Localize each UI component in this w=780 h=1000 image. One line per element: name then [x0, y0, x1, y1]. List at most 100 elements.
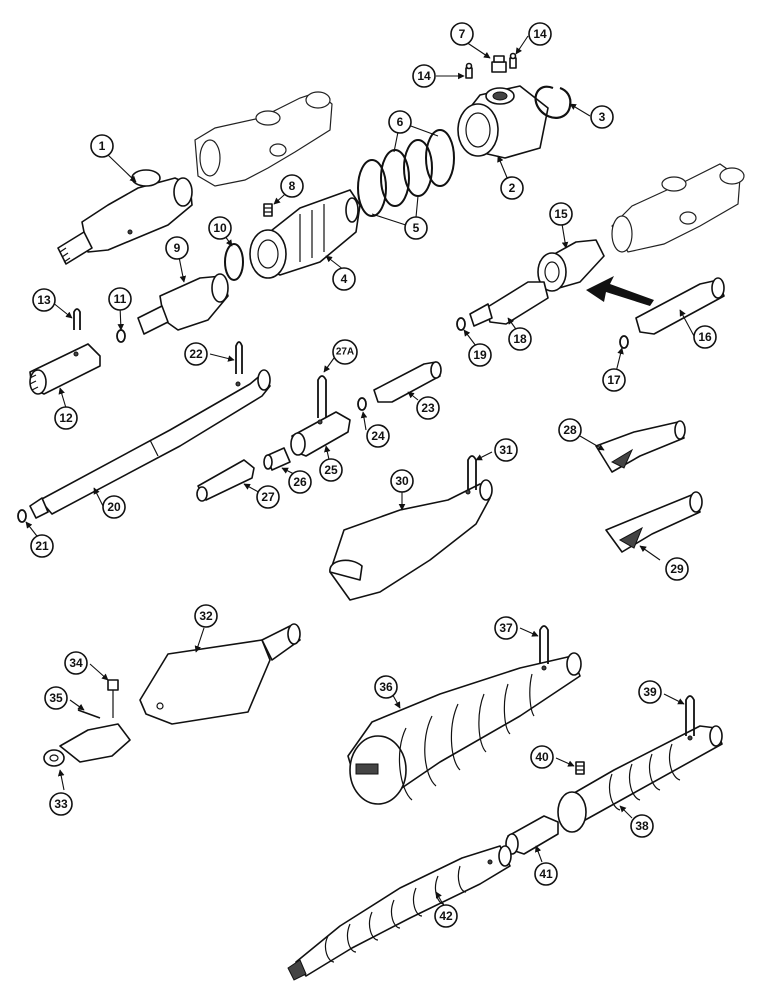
svg-text:36: 36: [379, 680, 393, 694]
part-38-auger-section: [557, 725, 723, 833]
svg-text:27A: 27A: [336, 347, 354, 358]
part-21-o-ring: [17, 509, 27, 523]
callout-12: 12: [54, 406, 78, 430]
part-13-pin: [73, 308, 81, 330]
part-22-pin: [235, 341, 243, 374]
part-9-plunger: [137, 273, 229, 335]
callout-40: 40: [530, 745, 554, 769]
callout-14-left: 14: [412, 64, 436, 88]
svg-text:27: 27: [261, 490, 275, 504]
callout-22: 22: [184, 342, 208, 366]
svg-text:34: 34: [69, 656, 83, 670]
svg-text:20: 20: [107, 500, 121, 514]
callout-41: 41: [534, 862, 558, 886]
callout-27: 27: [256, 485, 280, 509]
part-1-valve-assembly: [57, 169, 193, 265]
part-11-o-ring: [116, 329, 126, 343]
part-23-small-shaft: [373, 361, 442, 403]
callout-39: 39: [638, 680, 662, 704]
part-27a-pin: [317, 375, 327, 418]
svg-text:22: 22: [189, 347, 203, 361]
valve-housing-ghost-right: [611, 163, 745, 253]
svg-text:38: 38: [635, 819, 649, 833]
svg-text:32: 32: [199, 609, 213, 623]
svg-text:29: 29: [670, 562, 684, 576]
callout-5: 5: [404, 216, 428, 240]
svg-text:16: 16: [698, 330, 712, 344]
callout-24: 24: [366, 424, 390, 448]
svg-text:33: 33: [54, 797, 68, 811]
callout-8: 8: [280, 174, 304, 198]
part-8-set-screw: [263, 203, 273, 217]
part-12-nozzle: [29, 343, 101, 395]
svg-text:28: 28: [563, 423, 577, 437]
part-28-nozzle-tip: [595, 420, 686, 473]
part-17-o-ring: [619, 335, 629, 349]
svg-text:42: 42: [439, 909, 453, 923]
callout-33: 33: [49, 792, 73, 816]
svg-text:1: 1: [99, 139, 106, 153]
callout-3: 3: [590, 105, 614, 129]
callout-35: 35: [44, 686, 68, 710]
callout-38: 38: [630, 814, 654, 838]
callout-42: 42: [434, 904, 458, 928]
part-32-flat-plate: [139, 623, 301, 725]
callout-31: 31: [494, 438, 518, 462]
leader-lines: [25, 35, 695, 907]
part-24-o-ring: [357, 397, 367, 411]
callout-6: 6: [388, 110, 412, 134]
callout-28: 28: [558, 418, 582, 442]
part-33-swivel-clevis: [43, 723, 131, 767]
svg-text:30: 30: [395, 474, 409, 488]
callout-18: 18: [508, 327, 532, 351]
valve-housing-ghost-left: [194, 91, 333, 187]
svg-text:31: 31: [499, 443, 513, 457]
svg-text:26: 26: [293, 475, 307, 489]
callout-26: 26: [288, 470, 312, 494]
part-16-shaft: [635, 277, 725, 335]
callout-34: 34: [64, 651, 88, 675]
svg-text:18: 18: [513, 332, 527, 346]
callout-10: 10: [208, 216, 232, 240]
svg-text:23: 23: [421, 401, 435, 415]
svg-text:8: 8: [289, 179, 296, 193]
callout-30: 30: [390, 469, 414, 493]
callout-20: 20: [102, 495, 126, 519]
svg-text:21: 21: [35, 539, 49, 553]
callout-29: 29: [665, 557, 689, 581]
callout-23: 23: [416, 396, 440, 420]
part-42-long-auger: [287, 845, 512, 981]
callout-11: 11: [108, 287, 132, 311]
svg-text:4: 4: [341, 272, 348, 286]
svg-text:24: 24: [371, 429, 385, 443]
part-40-set-screw: [575, 761, 585, 775]
callout-36: 36: [374, 675, 398, 699]
callout-27a: 27A: [332, 339, 358, 365]
part-30-funnel-nozzle: [329, 479, 493, 601]
part-34-bolt: [107, 679, 119, 718]
svg-text:17: 17: [607, 373, 621, 387]
svg-text:37: 37: [499, 621, 513, 635]
svg-text:39: 39: [643, 685, 657, 699]
part-2-housing: [457, 85, 549, 159]
part-14-grease-fitting-left: [465, 62, 473, 79]
callout-16: 16: [693, 325, 717, 349]
svg-text:15: 15: [554, 207, 568, 221]
callout-17: 17: [602, 368, 626, 392]
callout-37: 37: [494, 616, 518, 640]
part-20-long-shaft: [29, 369, 271, 519]
part-7-fitting: [491, 55, 507, 73]
callout-2: 2: [500, 176, 524, 200]
part-5-6-o-rings: [357, 129, 455, 217]
replacement-arrow: [586, 276, 654, 306]
callout-15: 15: [549, 202, 573, 226]
svg-text:6: 6: [397, 115, 404, 129]
svg-text:12: 12: [59, 411, 73, 425]
svg-text:3: 3: [599, 110, 606, 124]
svg-text:41: 41: [539, 867, 553, 881]
callout-14-right: 14: [528, 22, 552, 46]
part-36-ribbed-cone: [347, 652, 582, 805]
svg-text:40: 40: [535, 750, 549, 764]
svg-text:2: 2: [509, 181, 516, 195]
